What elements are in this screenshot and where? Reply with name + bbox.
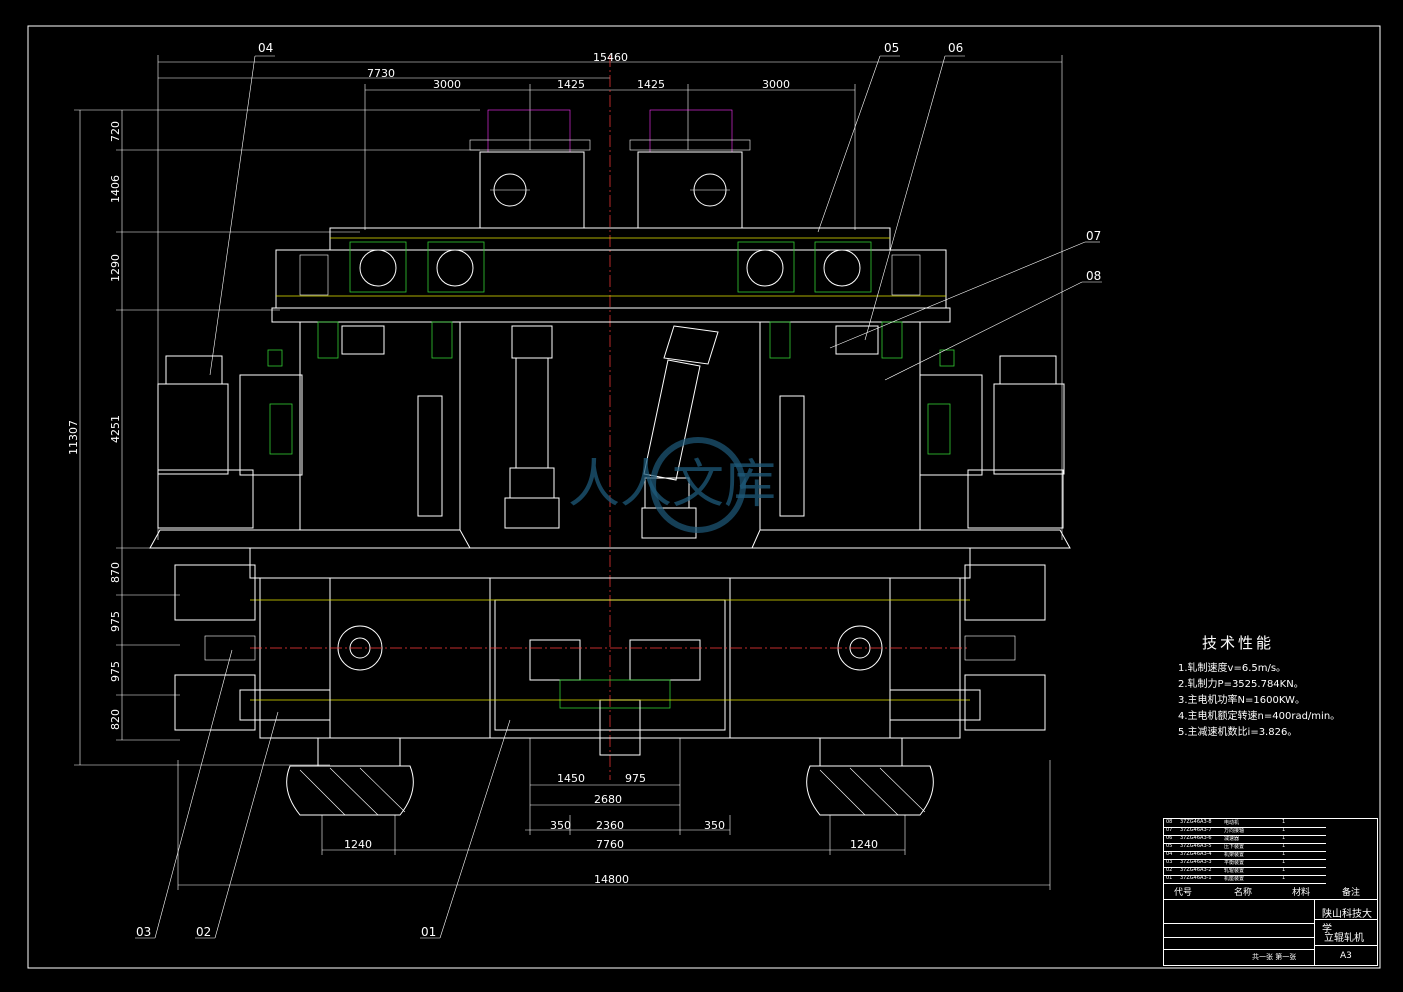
- watermark-text: 人人文库: [568, 455, 776, 515]
- dim-bottom-9: 14800: [594, 873, 629, 886]
- dim-left-6: 975: [109, 611, 122, 632]
- tech-item: 1.轧制速度v=6.5m/s。: [1178, 663, 1287, 674]
- dim-bottom-7: 7760: [596, 838, 624, 851]
- dim-top-3: 1425: [557, 78, 585, 91]
- reducer-frame: [271, 227, 951, 323]
- spindle-right: [641, 325, 719, 539]
- part-label-04: 04: [258, 41, 273, 55]
- roll-stand: [174, 547, 1046, 756]
- top-motor-right: [629, 109, 751, 229]
- sheet-size: A3: [1340, 951, 1352, 961]
- dim-top-1: 7730: [367, 67, 395, 80]
- dim-left-3: 4251: [109, 415, 122, 443]
- tech-performance: 技术性能 1.轧制速度v=6.5m/s。 2.轧制力P=3525.784KN。 …: [1178, 632, 1340, 741]
- tech-item: 5.主减速机数比i=3.826。: [1178, 727, 1298, 738]
- housing-left: [149, 321, 471, 549]
- foundation-right: [806, 737, 934, 816]
- drawing-border: [27, 25, 1381, 969]
- dim-top-4: 1425: [637, 78, 665, 91]
- dim-bottom-8: 1240: [850, 838, 878, 851]
- part-label-03: 03: [136, 925, 151, 939]
- dim-left-2: 1290: [109, 254, 122, 282]
- dim-left-8: 820: [109, 709, 122, 730]
- dim-left-5: 870: [109, 562, 122, 583]
- watermark-logo: 人人文库: [568, 437, 776, 533]
- dim-left-1: 1406: [109, 175, 122, 203]
- part-label-05: 05: [884, 41, 899, 55]
- sheet-info: 共一张 第一张: [1252, 953, 1297, 961]
- dim-bottom-6: 1240: [344, 838, 372, 851]
- tech-item: 3.主电机功率N=1600KW。: [1178, 695, 1305, 706]
- top-dimensions: [157, 55, 1063, 780]
- bottom-dimensions: [177, 738, 1051, 890]
- dim-bottom-1: 975: [625, 772, 646, 785]
- part-label-07: 07: [1086, 229, 1101, 243]
- left-dimensions: [74, 109, 480, 766]
- parts-header: 代号 名称 材料 备注: [1164, 883, 1377, 900]
- drawing-name: 立辊轧机: [1324, 933, 1364, 944]
- dim-top-2: 3000: [433, 78, 461, 91]
- dim-left-7: 975: [109, 661, 122, 682]
- dim-left-0: 720: [109, 121, 122, 142]
- part-label-08: 08: [1086, 269, 1101, 283]
- foundation-left: [286, 737, 414, 816]
- tech-title: 技术性能: [1202, 634, 1275, 652]
- part-label-01: 01: [421, 925, 436, 939]
- school-name: 陕山科技大学: [1322, 909, 1372, 935]
- dim-bottom-3: 350: [550, 819, 571, 832]
- dim-top-0: 15460: [593, 51, 628, 64]
- dim-left-4: 11307: [67, 420, 80, 455]
- dim-bottom-4: 2360: [596, 819, 624, 832]
- dim-bottom-2: 2680: [594, 793, 622, 806]
- part-label-06: 06: [948, 41, 963, 55]
- housing-right: [751, 321, 1071, 549]
- part-label-02: 02: [196, 925, 211, 939]
- tech-item: 2.轧制力P=3525.784KN。: [1178, 679, 1304, 690]
- dim-bottom-5: 350: [704, 819, 725, 832]
- dim-bottom-0: 1450: [557, 772, 585, 785]
- leader-lines: [135, 55, 1102, 939]
- dim-top-5: 3000: [762, 78, 790, 91]
- spindle-left: [504, 325, 560, 529]
- tech-item: 4.主电机额定转速n=400rad/min。: [1178, 711, 1341, 722]
